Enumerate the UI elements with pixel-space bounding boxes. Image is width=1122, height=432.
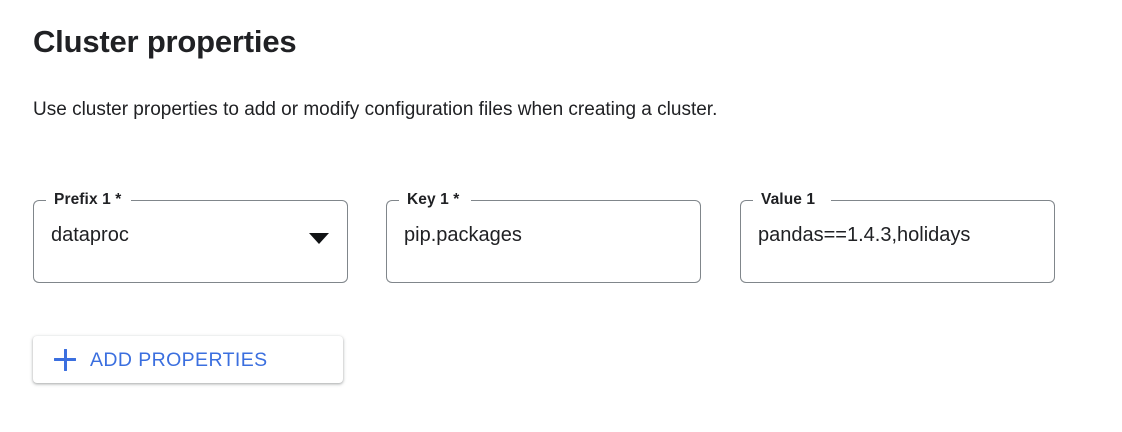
- add-properties-button-label: ADD PROPERTIES: [90, 348, 268, 371]
- prefix-field-label: Prefix 1 *: [50, 191, 126, 209]
- value-field-value[interactable]: pandas==1.4.3,holidays: [758, 224, 971, 246]
- outline-lead: [740, 200, 753, 283]
- add-properties-button[interactable]: ADD PROPERTIES: [33, 336, 343, 383]
- key-input-field[interactable]: Key 1 * pip.packages: [386, 191, 701, 283]
- property-row: Prefix 1 * dataproc Key 1 * pip.packages…: [0, 191, 1122, 284]
- key-field-value[interactable]: pip.packages: [404, 224, 522, 246]
- prefix-select-field[interactable]: Prefix 1 * dataproc: [33, 191, 348, 283]
- outline-lead: [386, 200, 399, 283]
- section-description: Use cluster properties to add or modify …: [33, 99, 718, 120]
- value-input-field[interactable]: Value 1 pandas==1.4.3,holidays: [740, 191, 1055, 283]
- plus-icon: [54, 348, 76, 371]
- chevron-down-icon[interactable]: [309, 233, 329, 244]
- prefix-field-value[interactable]: dataproc: [51, 224, 129, 246]
- page-title: Cluster properties: [33, 24, 297, 59]
- outline-lead: [33, 200, 46, 283]
- value-field-label: Value 1: [757, 191, 820, 209]
- key-field-label: Key 1 *: [403, 191, 464, 209]
